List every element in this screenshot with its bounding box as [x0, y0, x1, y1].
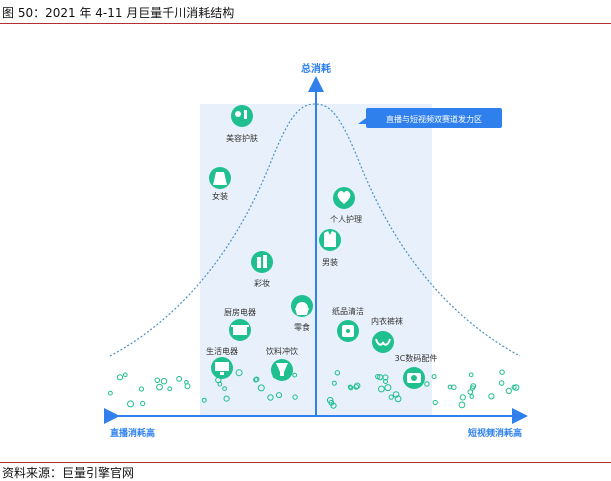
scatter-dot — [160, 378, 168, 385]
category-kitchen: 厨房电器 — [224, 307, 256, 341]
scatter-dot — [431, 374, 437, 380]
scatter-dot — [330, 402, 337, 409]
category-paper: 纸品清洁 — [332, 306, 364, 342]
scatter-dot — [176, 375, 183, 382]
scatter-dot — [394, 395, 402, 403]
scatter-dot — [123, 372, 128, 378]
lipstick-icon — [251, 251, 273, 273]
scatter-dot — [140, 400, 146, 407]
source-caption: 资料来源：巨量引擎官网 — [2, 466, 135, 480]
category-label: 美容护肤 — [226, 133, 258, 143]
category-men: 男装 — [319, 229, 341, 267]
scatter-dot — [470, 383, 477, 390]
scatter-dot — [156, 383, 163, 391]
scatter-dot — [512, 384, 520, 391]
category-food: 零食 — [291, 295, 313, 332]
scatter-dot — [424, 381, 430, 387]
scatter-dot — [138, 386, 144, 392]
category-women: 女装 — [209, 167, 231, 201]
scatter-dot — [469, 394, 475, 399]
scatter-dot — [127, 400, 134, 408]
scatter-dot — [167, 386, 173, 392]
scatter-dots — [108, 369, 520, 409]
bell-curve — [109, 103, 521, 357]
category-label: 男装 — [322, 257, 338, 267]
scatter-dot — [347, 384, 353, 390]
scatter-dot — [458, 401, 466, 409]
scatter-dot — [334, 370, 341, 376]
category-beauty: 美容护肤 — [226, 105, 258, 143]
bottom-rule — [0, 462, 611, 463]
scatter-dot — [498, 380, 505, 386]
category-digital: 3C数码配件 — [395, 353, 438, 389]
scatter-dot — [383, 379, 388, 384]
scatter-dot — [257, 384, 265, 392]
category-label: 3C数码配件 — [395, 353, 438, 363]
scatter-dot — [378, 385, 385, 393]
scatter-dot — [331, 380, 337, 386]
top-axis-label: 总消耗 — [301, 62, 331, 75]
category-appliance: 生活电器 — [206, 346, 238, 379]
scatter-dot — [116, 374, 124, 381]
scatter-dot — [292, 394, 298, 400]
scatter-dot — [154, 377, 161, 384]
scatter-dot — [267, 394, 274, 401]
scatter-dot — [488, 393, 495, 400]
category-makeup: 彩妆 — [251, 251, 273, 288]
category-label: 内衣裤袜 — [371, 316, 403, 326]
figure-caption: 图 50：2021 年 4-11 月巨量千川消耗结构 — [2, 6, 235, 20]
right-axis-label: 短视频消耗高 — [468, 427, 522, 439]
left-axis-label: 直播消耗高 — [110, 427, 155, 439]
scatter-dot — [292, 372, 298, 378]
consumption-diagram: 直播与短视频双赛道发力区 总消耗 直播消耗高 短视频消耗高 美容护肤 女装 个人… — [104, 62, 528, 439]
category-label: 厨房电器 — [224, 307, 256, 317]
category-personal: 个人护理 — [330, 187, 362, 224]
category-label: 零食 — [294, 322, 310, 332]
scatter-dot — [184, 383, 191, 390]
scatter-dot — [184, 380, 189, 385]
scatter-dot — [223, 395, 230, 402]
zone-label: 直播与短视频双赛道发力区 — [386, 114, 482, 124]
category-underwear: 内衣裤袜 — [371, 316, 403, 353]
scatter-dot — [388, 394, 394, 400]
scatter-dot — [459, 394, 466, 401]
category-label: 女装 — [212, 191, 228, 201]
scatter-dot — [432, 399, 438, 406]
scatter-dot — [377, 374, 384, 381]
category-label: 彩妆 — [254, 278, 270, 288]
category-drinks: 饮料冲饮 — [266, 346, 298, 381]
category-label: 纸品清洁 — [332, 306, 364, 316]
scatter-dot — [447, 384, 453, 390]
scatter-dot — [392, 391, 400, 398]
face-care-icon — [231, 105, 253, 127]
category-label: 饮料冲饮 — [266, 346, 298, 356]
scatter-dot — [384, 384, 392, 392]
scatter-dot — [217, 381, 223, 387]
category-label: 个人护理 — [330, 214, 362, 224]
top-rule — [0, 23, 611, 24]
scatter-dot — [348, 385, 354, 391]
zone-tag: 直播与短视频双赛道发力区 — [358, 108, 502, 128]
scatter-dot — [235, 369, 243, 377]
scatter-dot — [222, 386, 228, 392]
scatter-dot — [326, 396, 334, 404]
scatter-dot — [467, 389, 474, 395]
scatter-dot — [468, 372, 474, 378]
scatter-dot — [201, 397, 207, 403]
scatter-dot — [353, 384, 360, 390]
scatter-dot — [275, 392, 283, 399]
category-label: 生活电器 — [206, 346, 238, 356]
scatter-dot — [108, 390, 113, 396]
scatter-dot — [505, 387, 512, 394]
scatter-dot — [253, 377, 259, 383]
scatter-dot — [499, 369, 505, 375]
